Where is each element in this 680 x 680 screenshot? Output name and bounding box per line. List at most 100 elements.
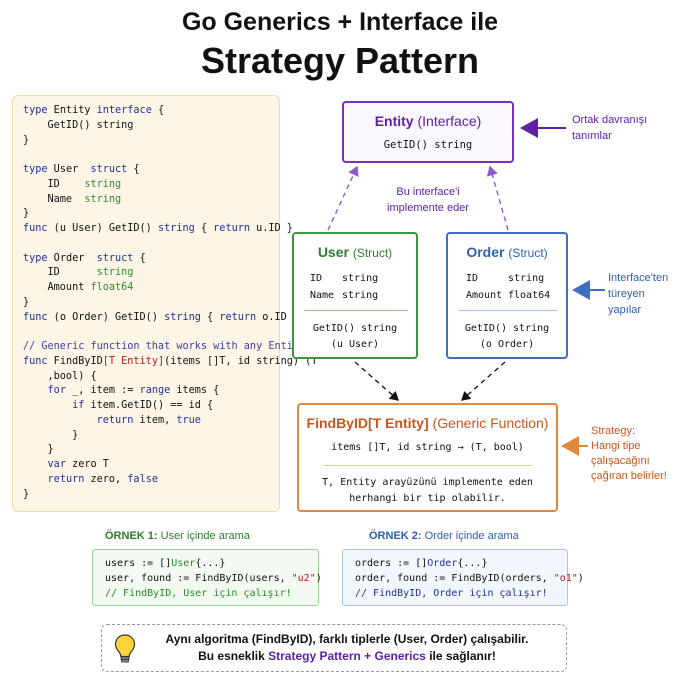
code-token: ,bool) { xyxy=(23,370,97,382)
code-token: { xyxy=(133,252,146,264)
lightbulb-icon xyxy=(114,634,136,663)
code-token: items { xyxy=(170,385,220,397)
code-line: func FindByID[T Entity](items []T, id st… xyxy=(23,355,317,369)
page-title-line2: Strategy Pattern xyxy=(200,40,480,81)
code-token: "o1" xyxy=(553,573,578,584)
entity-interface-box: Entity (Interface) GetID() string xyxy=(342,101,514,163)
code-token: string xyxy=(164,311,201,323)
code-panel: type Entity interface { GetID() string}t… xyxy=(12,95,317,512)
code-token: user, found := FindByID(users, xyxy=(105,573,292,584)
entity-name: Entity xyxy=(374,113,414,129)
entity-annotation: Ortak davranışı tanımlar xyxy=(572,114,648,142)
findby-name: FindByID[T Entity] xyxy=(306,415,429,431)
code-token: string xyxy=(96,267,134,279)
code-token: type xyxy=(23,252,48,264)
code-token: func xyxy=(23,355,48,367)
order-divider xyxy=(458,310,558,311)
code-token: } xyxy=(23,429,79,441)
code-token: { xyxy=(200,311,220,323)
code-token: FindByID xyxy=(47,355,103,367)
code-token: orders := [] xyxy=(355,558,428,569)
findby-kind: (Generic Function) xyxy=(432,415,549,431)
implements-arrow-order xyxy=(486,165,509,231)
code-line: } xyxy=(23,488,29,502)
code-token: string xyxy=(84,178,122,190)
code-token: // Generic function that works with any … xyxy=(23,341,306,352)
code-token: "u2" xyxy=(291,573,316,584)
code-token: Amount xyxy=(23,282,91,293)
code-token: { xyxy=(194,223,214,234)
code-token: var xyxy=(47,459,66,470)
user-kind: (Struct) xyxy=(352,246,393,260)
code-token: float64 xyxy=(90,282,134,293)
code-line: return item, true xyxy=(23,414,201,428)
code-token: if xyxy=(72,400,85,411)
example-code-line: // FindByID, Order için çalışır! xyxy=(355,586,567,601)
code-line: Name string xyxy=(23,193,122,207)
code-token: string xyxy=(84,193,122,205)
code-token: return xyxy=(47,473,85,485)
code-token: range xyxy=(139,385,171,397)
code-token: zero T xyxy=(65,459,109,470)
code-token: { xyxy=(151,105,165,116)
code-token: User xyxy=(47,164,91,175)
code-token: } xyxy=(23,444,54,456)
order-method: GetID() string (o Order) xyxy=(464,323,550,350)
code-token: struct xyxy=(90,164,128,175)
code-token: order, found := FindByID(orders, xyxy=(355,573,554,584)
code-token: return xyxy=(213,223,250,234)
code-token: {...} xyxy=(457,558,488,569)
code-token: } xyxy=(23,134,30,146)
code-line: GetID() string xyxy=(23,119,134,133)
example-code-line: users := []User{...} xyxy=(105,556,318,571)
code-token: u.ID } xyxy=(249,223,293,234)
findby-divider xyxy=(323,465,532,466)
code-token: interface xyxy=(96,105,152,116)
code-line: return zero, false xyxy=(23,473,158,487)
code-line: var zero T xyxy=(23,458,109,472)
code-line: } xyxy=(23,207,29,221)
code-token: struct xyxy=(96,252,134,264)
example2-code-box: orders := []Order{...} order, found := Fi… xyxy=(342,549,584,606)
code-line: ,bool) { xyxy=(23,370,97,384)
example-code-line: user, found := FindByID(users, "u2") xyxy=(105,571,322,586)
code-token: (u User) GetID() xyxy=(47,223,158,234)
code-line: if item.GetID() == id { xyxy=(23,399,213,413)
code-token: ID xyxy=(23,178,85,190)
code-token: } xyxy=(23,208,30,220)
code-line: } xyxy=(23,134,29,148)
code-token: func xyxy=(23,223,48,234)
summary-text: Aynı algoritma (FindByID), farklı tipler… xyxy=(165,632,529,663)
code-token: type xyxy=(23,164,48,175)
code-line: ID string xyxy=(23,178,122,192)
code-line: func (u User) GetID() string { return u.… xyxy=(23,222,293,236)
code-token: func xyxy=(23,311,48,323)
user-name: User xyxy=(317,244,349,260)
example-code-line: orders := []Order{...} xyxy=(355,556,567,571)
code-line: // Generic function that works with any … xyxy=(23,340,305,354)
code-token: (items []T, id string) (T xyxy=(164,355,318,367)
derived-annotation: Interface'ten türeyen yapılar xyxy=(608,272,669,316)
code-line: } xyxy=(23,429,78,443)
code-line: Amount float64 xyxy=(23,281,134,295)
implements-arrow-user xyxy=(327,165,359,231)
example1-code-box: users := []User{...}user, found := FindB… xyxy=(92,549,322,606)
code-token: true xyxy=(176,414,201,426)
findby-description: T, Entity arayüzünü implemente eden herh… xyxy=(322,477,533,504)
code-line: ID string xyxy=(23,266,134,280)
code-token: {...} xyxy=(195,558,226,569)
entity-kind: (Interface) xyxy=(417,113,482,129)
code-line: for _, item := range items { xyxy=(23,384,220,398)
example-code-line: // FindByID, User için çalışır! xyxy=(105,586,318,601)
code-token: for xyxy=(47,385,66,397)
example1-title: ÖRNEK 1: User içinde arama xyxy=(105,530,250,542)
code-token: item.GetID() == id { xyxy=(84,400,214,411)
code-token: ) xyxy=(315,573,322,584)
code-line: } xyxy=(23,296,29,310)
code-token: User xyxy=(171,558,196,569)
order-kind: (Struct) xyxy=(508,246,548,260)
